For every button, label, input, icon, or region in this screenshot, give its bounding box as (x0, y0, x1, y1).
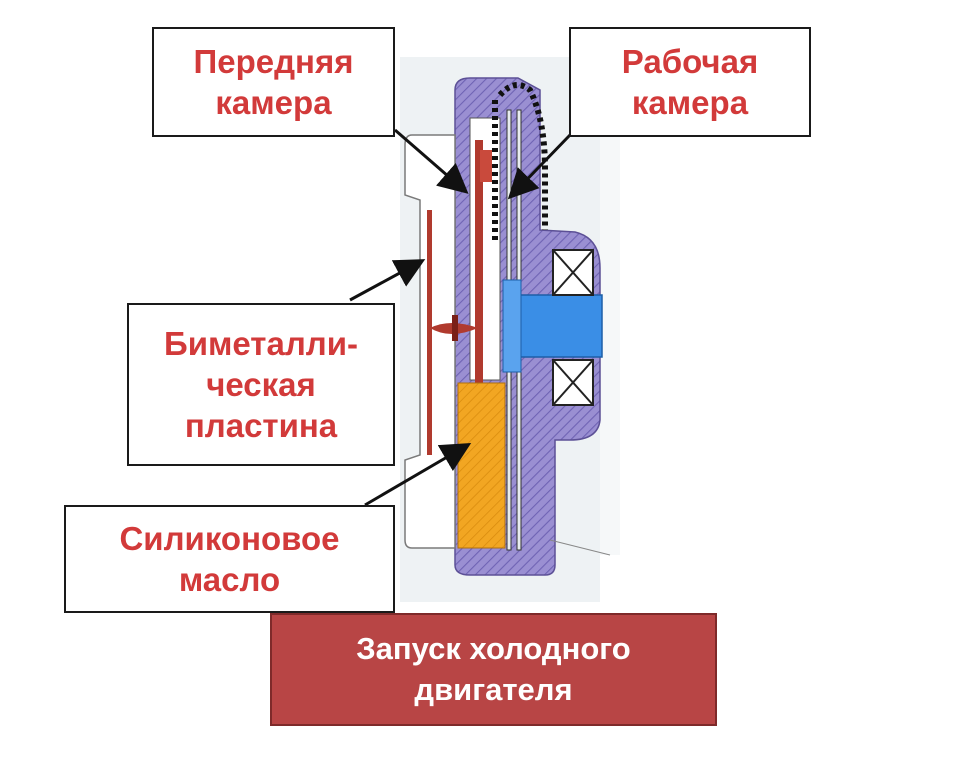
label-front-chamber: Передняя камера (152, 27, 395, 137)
diagram-right-gap (600, 115, 620, 555)
label-front-chamber-text: Передняя камера (193, 42, 354, 121)
label-working-chamber-text: Рабочая камера (621, 42, 759, 121)
shaft (509, 294, 603, 358)
bearing-upper (552, 249, 594, 296)
valve-head (480, 150, 492, 182)
bimetal-rod (427, 210, 432, 455)
bearing-lower (552, 359, 594, 406)
label-bimetal-plate: Биметалли- ческая пластина (127, 303, 395, 466)
label-working-chamber: Рабочая камера (569, 27, 811, 137)
label-bimetal-plate-text: Биметалли- ческая пластина (163, 324, 359, 445)
shaft-hub (502, 279, 522, 373)
cold-start-banner-text: Запуск холодного двигателя (356, 631, 631, 707)
leader-line-right (549, 539, 611, 556)
cold-start-banner: Запуск холодного двигателя (270, 613, 717, 726)
label-silicone-oil-text: Силиконовое масло (119, 519, 340, 598)
valve-lever (475, 140, 483, 430)
bimetal-pin (452, 315, 458, 341)
label-silicone-oil: Силиконовое масло (64, 505, 395, 613)
oil-reservoir (457, 382, 506, 549)
